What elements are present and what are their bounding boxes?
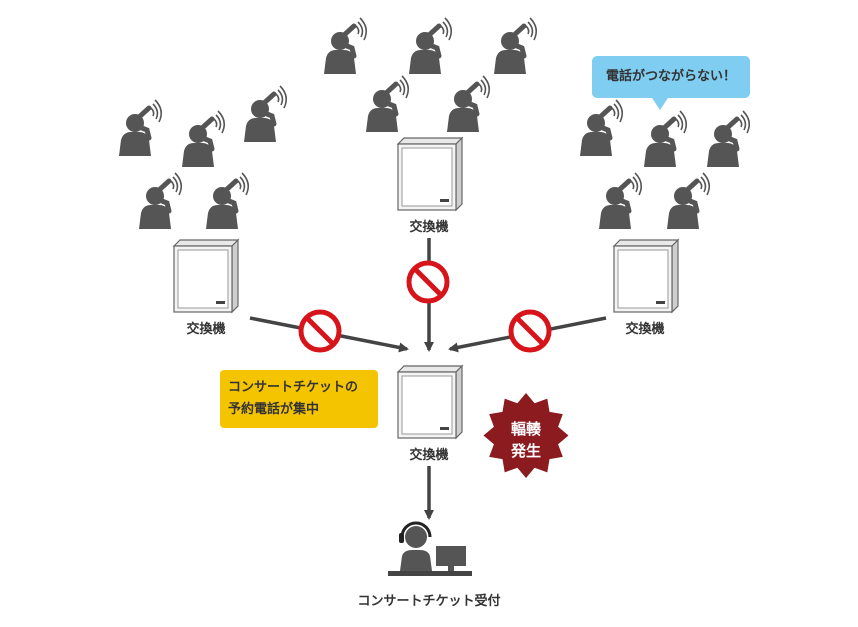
- exchange-server-icon: [397, 137, 463, 211]
- exchange-top-label: 交換機: [409, 220, 449, 235]
- cannot-connect-bubble: 電話がつながらない！: [592, 56, 750, 98]
- caller-icon: [366, 76, 408, 132]
- exchange-server-icon: [613, 239, 679, 313]
- caller-icon: [244, 86, 286, 142]
- prohibited-icon: [409, 263, 447, 301]
- caller-icon: [182, 111, 224, 167]
- exchange-server-icon: [397, 365, 463, 439]
- caller-icon: [644, 111, 686, 167]
- exchange-left-label: 交換機: [186, 322, 226, 337]
- exchange-server-icon: [173, 239, 239, 313]
- concentration-line-2: 予約電話が集中: [228, 402, 320, 417]
- concentration-line-1: コンサートチケットの: [228, 380, 359, 395]
- cannot-connect-text: 電話がつながらない！: [605, 69, 736, 84]
- caller-icon: [707, 111, 749, 167]
- reception-label: コンサートチケット受付: [357, 594, 501, 609]
- caller-icon: [580, 100, 622, 156]
- caller-icon: [119, 100, 161, 156]
- prohibited-icon: [511, 312, 549, 350]
- caller-icon: [409, 18, 451, 74]
- operator-icon: [388, 521, 472, 576]
- congestion-burst: [483, 393, 569, 478]
- call-concentration-note: コンサートチケットの 予約電話が集中: [220, 370, 378, 428]
- bubble-pointer: [652, 98, 668, 110]
- caller-icon: [667, 173, 709, 229]
- exchange-center-label: 交換機: [409, 448, 449, 463]
- caller-icon: [324, 18, 366, 74]
- congestion-label: 輻輳 発生: [496, 418, 556, 462]
- caller-icon: [447, 76, 489, 132]
- congestion-line-1: 輻輳: [510, 420, 541, 438]
- caller-icon: [494, 18, 536, 74]
- caller-icon: [139, 173, 181, 229]
- caller-icon: [206, 173, 248, 229]
- prohibited-icon: [301, 312, 339, 350]
- congestion-line-2: 発生: [510, 442, 541, 460]
- exchange-right-label: 交換機: [625, 322, 665, 337]
- caller-icon: [599, 173, 641, 229]
